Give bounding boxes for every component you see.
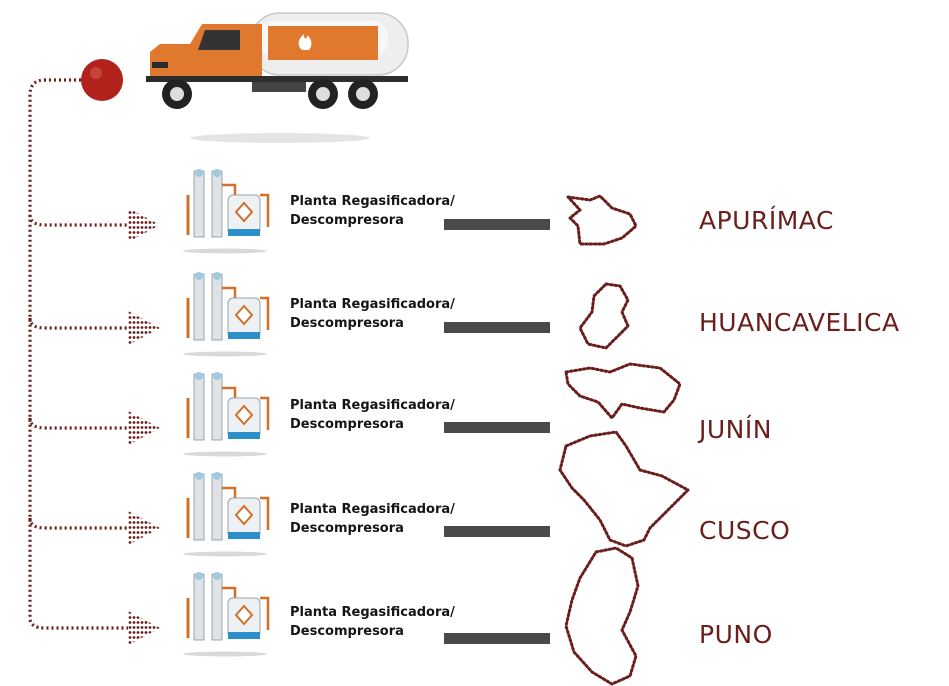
dotted-arrow-3 [128, 411, 160, 445]
dotted-arrow-4 [128, 511, 160, 545]
origin-dot [81, 59, 123, 101]
plant-label: Planta Regasificadora/ Descompresora [290, 603, 455, 641]
connector-bar [444, 219, 550, 230]
plant-label-line1: Planta Regasificadora/ [290, 502, 455, 517]
region-name-puno: PUNO [699, 620, 773, 649]
plant-label-line1: Planta Regasificadora/ [290, 605, 455, 620]
plant-label: Planta Regasificadora/ Descompresora [290, 192, 455, 230]
plant-label-line1: Planta Regasificadora/ [290, 194, 455, 209]
dotted-arrow-1 [128, 208, 160, 242]
plant-label-line1: Planta Regasificadora/ [290, 297, 455, 312]
region-outline-puno [564, 546, 640, 686]
gas-plant-icon [183, 372, 270, 457]
gas-plant-icon [183, 169, 270, 254]
region-name-huancavelica: HUANCAVELICA [699, 308, 900, 337]
gas-plant-icon [183, 572, 270, 657]
flame-icon [298, 34, 312, 50]
gas-plant-icon [183, 272, 270, 357]
region-name-junin: JUNÍN [699, 415, 772, 444]
region-outline-apurimac [566, 194, 638, 246]
plant-label: Planta Regasificadora/ Descompresora [290, 500, 455, 538]
connector-bar [444, 422, 550, 433]
dotted-arrow-2 [128, 311, 160, 345]
gas-tanker-truck-icon [146, 12, 409, 143]
plant-label-line2: Descompresora [290, 417, 404, 432]
connector-bar [444, 526, 550, 537]
gas-plant-icon [183, 472, 270, 557]
dotted-connector-lines [28, 78, 128, 630]
connector-bar [444, 633, 550, 644]
region-outline-cusco [558, 430, 690, 548]
plant-label: Planta Regasificadora/ Descompresora [290, 396, 455, 434]
region-outline-huancavelica [578, 282, 630, 350]
connector-bar [444, 322, 550, 333]
region-name-cusco: CUSCO [699, 516, 791, 545]
region-outline-junin [564, 362, 682, 420]
dotted-arrow-5 [128, 611, 160, 645]
plant-label-line2: Descompresora [290, 521, 404, 536]
region-name-apurimac: APURÍMAC [699, 206, 834, 235]
plant-label-line2: Descompresora [290, 624, 404, 639]
plant-label-line2: Descompresora [290, 213, 404, 228]
plant-label: Planta Regasificadora/ Descompresora [290, 295, 455, 333]
plant-label-line1: Planta Regasificadora/ [290, 398, 455, 413]
plant-label-line2: Descompresora [290, 316, 404, 331]
